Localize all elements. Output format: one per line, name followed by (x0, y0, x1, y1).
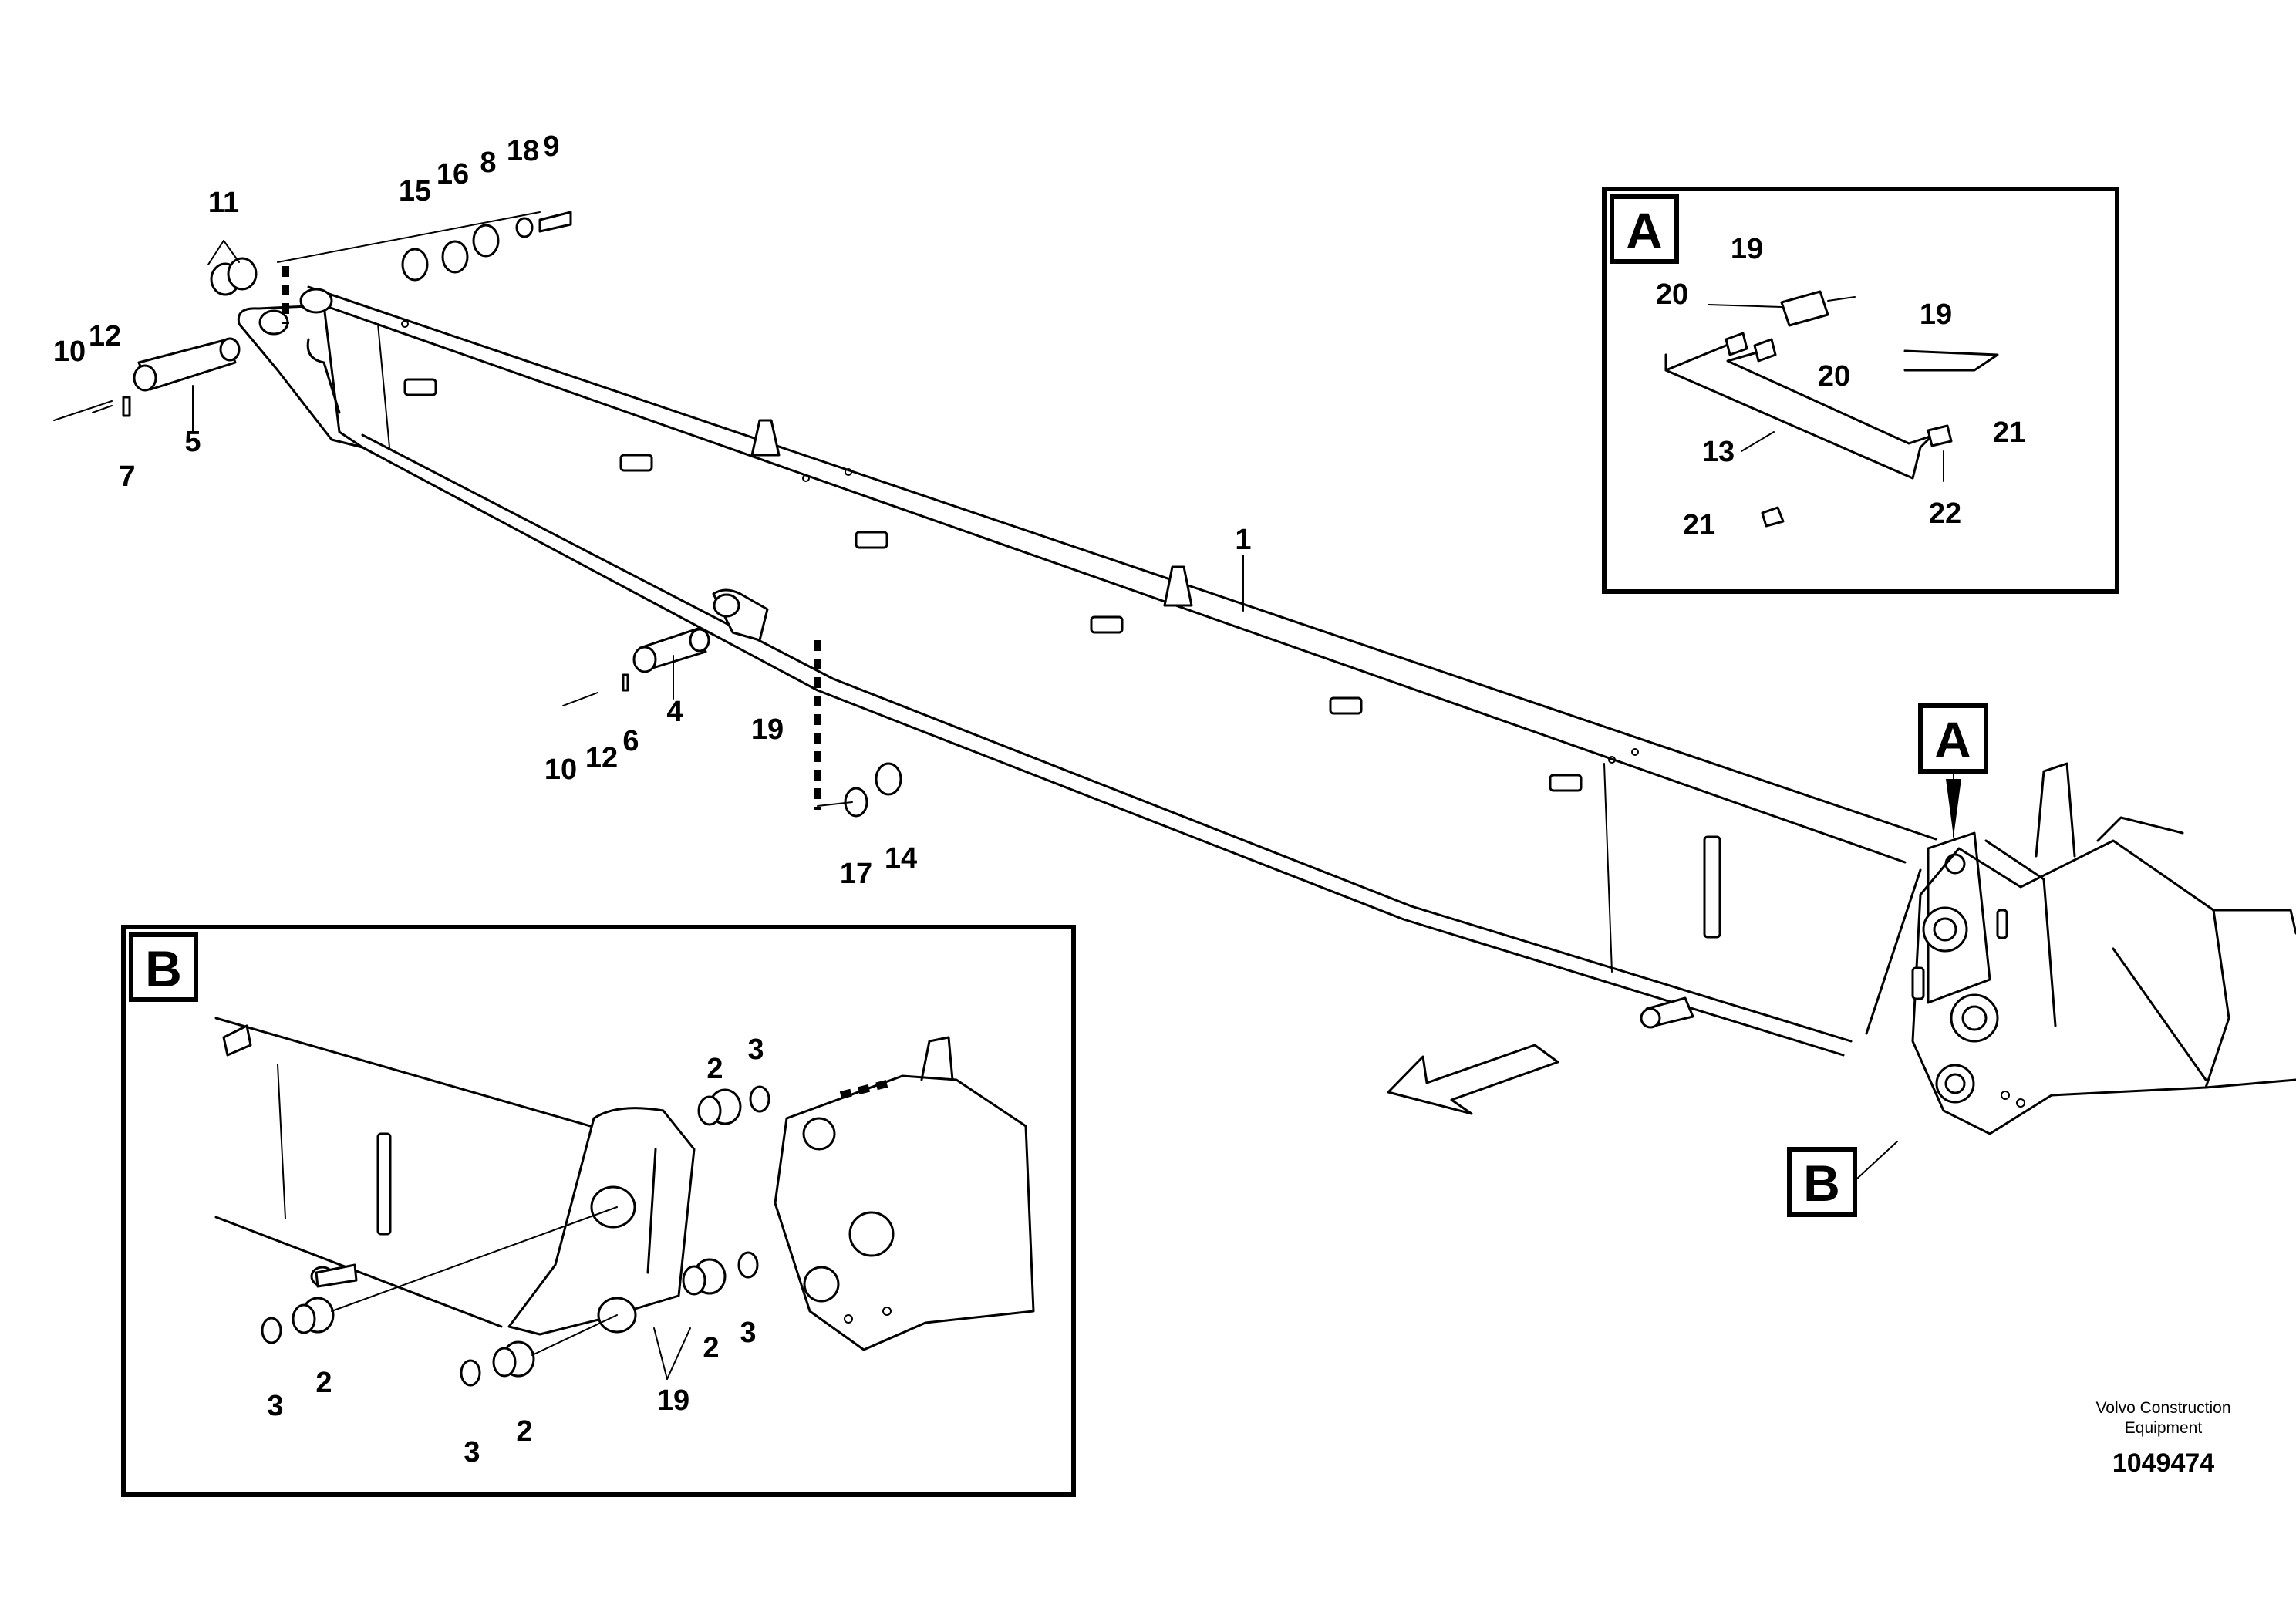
callout-16: 16 (437, 158, 469, 191)
callout-labels: 1 5 7 10 12 11 15 16 8 18 9 4 19 10 12 6… (53, 130, 2025, 1469)
boom-arm (237, 285, 2057, 1057)
callout-6: 6 (622, 725, 639, 757)
callout-19: 19 (1731, 233, 1763, 265)
washer-11 (210, 257, 258, 296)
callout-7: 7 (119, 460, 135, 493)
callout-5: 5 (184, 426, 201, 458)
callout-19: 19 (1920, 298, 1952, 331)
view-tag-a: A (1918, 703, 1988, 837)
callout-3: 3 (267, 1390, 283, 1422)
callout-22: 22 (1929, 497, 1961, 530)
publisher-credit: Volvo Construction Equipment 1049474 (2095, 1399, 2230, 1478)
callout-2: 2 (315, 1367, 332, 1399)
callout-2: 2 (706, 1053, 723, 1085)
base-frame (1911, 762, 2296, 1135)
callout-18: 18 (507, 135, 539, 167)
callout-21: 21 (1993, 416, 2025, 449)
callout-10: 10 (544, 754, 577, 786)
svg-text:B: B (1803, 1155, 1840, 1212)
callout-2: 2 (516, 1415, 532, 1448)
callout-11: 11 (208, 187, 239, 219)
callout-3: 3 (747, 1034, 764, 1066)
middle-pin-assembly (562, 627, 902, 818)
detail-a-panel: A (1602, 187, 2119, 594)
view-tag-b: B (1787, 1147, 1857, 1217)
callout-13: 13 (1702, 436, 1735, 468)
callout-9: 9 (543, 130, 559, 163)
credit-line-1: Volvo Construction (2095, 1399, 2230, 1417)
callout-12: 12 (585, 742, 618, 774)
callout-3: 3 (740, 1317, 756, 1349)
callout-1: 1 (1235, 524, 1251, 556)
callout-19: 19 (657, 1384, 689, 1417)
drawing-number: 1049474 (2112, 1448, 2214, 1478)
callout-4: 4 (666, 696, 683, 728)
callout-20: 20 (1656, 278, 1688, 311)
bushing-2 (292, 1088, 742, 1378)
callout-12: 12 (89, 320, 121, 352)
detail-b-panel: B (121, 925, 1076, 1497)
seal-3 (261, 1085, 770, 1387)
top-pin-assembly (53, 211, 572, 421)
callout-3: 3 (464, 1436, 480, 1469)
credit-line-2: Equipment (2125, 1419, 2203, 1437)
callout-10: 10 (53, 336, 86, 368)
callout-17: 17 (840, 858, 872, 890)
callout-21: 21 (1683, 509, 1715, 541)
callout-15: 15 (399, 175, 431, 207)
direction-arrow (1387, 1044, 1559, 1115)
callout-14: 14 (885, 842, 917, 875)
callout-20: 20 (1818, 360, 1850, 393)
callout-2: 2 (703, 1332, 719, 1364)
svg-text:A: A (1934, 711, 1971, 768)
callout-8: 8 (480, 147, 496, 179)
detail-a-tag: A (1626, 202, 1663, 259)
callout-19: 19 (751, 713, 784, 746)
detail-b-tag: B (145, 940, 182, 997)
